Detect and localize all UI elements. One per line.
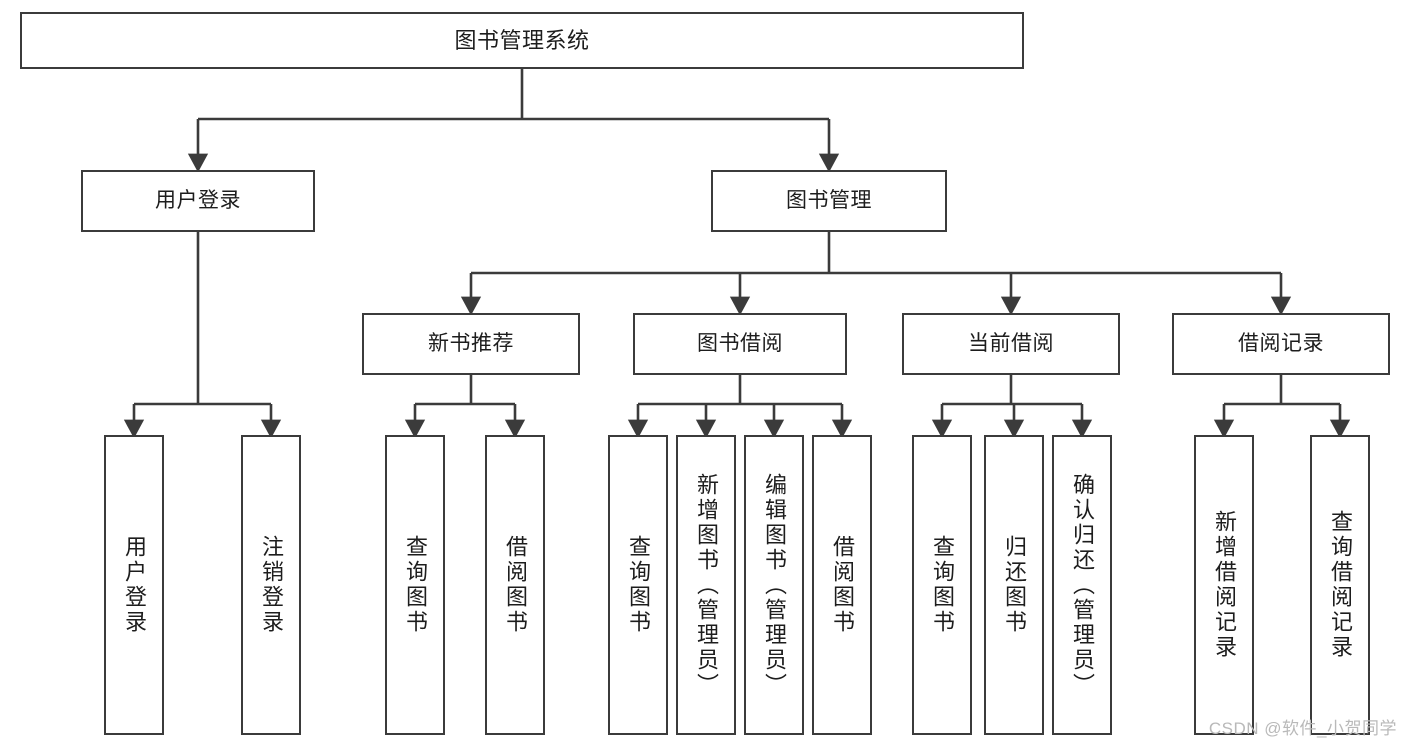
node-leaf-logout-label: 注销登录 — [259, 535, 284, 635]
node-current-borrow[interactable]: 当前借阅 — [902, 313, 1120, 375]
node-leaf-add-borrow-record-label: 新增借阅记录 — [1212, 510, 1237, 660]
node-leaf-add-borrow-record[interactable]: 新增借阅记录 — [1194, 435, 1254, 735]
node-book-management[interactable]: 图书管理 — [711, 170, 947, 232]
node-leaf-query-borrow-record-label: 查询借阅记录 — [1328, 510, 1353, 660]
node-leaf-query-book-recommend-label: 查询图书 — [403, 535, 428, 635]
node-leaf-confirm-return[interactable]: 确认归还（管理员） — [1052, 435, 1112, 735]
node-leaf-add-book[interactable]: 新增图书（管理员） — [676, 435, 736, 735]
node-leaf-add-book-label: 新增图书（管理员） — [694, 472, 719, 698]
node-current-borrow-label: 当前借阅 — [968, 331, 1054, 355]
node-new-book-recommend-label: 新书推荐 — [428, 331, 514, 355]
node-leaf-user-login-label: 用户登录 — [122, 535, 147, 635]
node-leaf-query-book-recommend[interactable]: 查询图书 — [385, 435, 445, 735]
node-leaf-logout[interactable]: 注销登录 — [241, 435, 301, 735]
node-leaf-user-login[interactable]: 用户登录 — [104, 435, 164, 735]
node-leaf-query-book-current-label: 查询图书 — [930, 535, 955, 635]
node-leaf-borrow-book[interactable]: 借阅图书 — [812, 435, 872, 735]
node-leaf-confirm-return-label: 确认归还（管理员） — [1070, 472, 1095, 698]
csdn-watermark: CSDN @软件_小贺同学 — [1208, 719, 1397, 738]
node-root[interactable]: 图书管理系统 — [20, 12, 1024, 69]
node-book-borrow-label: 图书借阅 — [697, 331, 783, 355]
node-new-book-recommend[interactable]: 新书推荐 — [362, 313, 580, 375]
node-user-login-label: 用户登录 — [155, 188, 241, 212]
node-leaf-edit-book[interactable]: 编辑图书（管理员） — [744, 435, 804, 735]
node-leaf-query-book-current[interactable]: 查询图书 — [912, 435, 972, 735]
node-leaf-borrow-book-recommend-label: 借阅图书 — [503, 535, 528, 635]
node-book-management-label: 图书管理 — [786, 188, 872, 212]
node-leaf-edit-book-label: 编辑图书（管理员） — [762, 472, 787, 698]
node-leaf-query-borrow-record[interactable]: 查询借阅记录 — [1310, 435, 1370, 735]
node-user-login[interactable]: 用户登录 — [81, 170, 315, 232]
node-root-label: 图书管理系统 — [454, 27, 590, 53]
node-leaf-borrow-book-recommend[interactable]: 借阅图书 — [485, 435, 545, 735]
node-leaf-borrow-book-label: 借阅图书 — [830, 535, 855, 635]
node-borrow-records-label: 借阅记录 — [1238, 331, 1324, 355]
node-borrow-records[interactable]: 借阅记录 — [1172, 313, 1390, 375]
node-leaf-query-book-borrow-label: 查询图书 — [626, 535, 651, 635]
node-leaf-return-book-label: 归还图书 — [1002, 535, 1027, 635]
node-book-borrow[interactable]: 图书借阅 — [633, 313, 847, 375]
node-leaf-return-book[interactable]: 归还图书 — [984, 435, 1044, 735]
node-leaf-query-book-borrow[interactable]: 查询图书 — [608, 435, 668, 735]
